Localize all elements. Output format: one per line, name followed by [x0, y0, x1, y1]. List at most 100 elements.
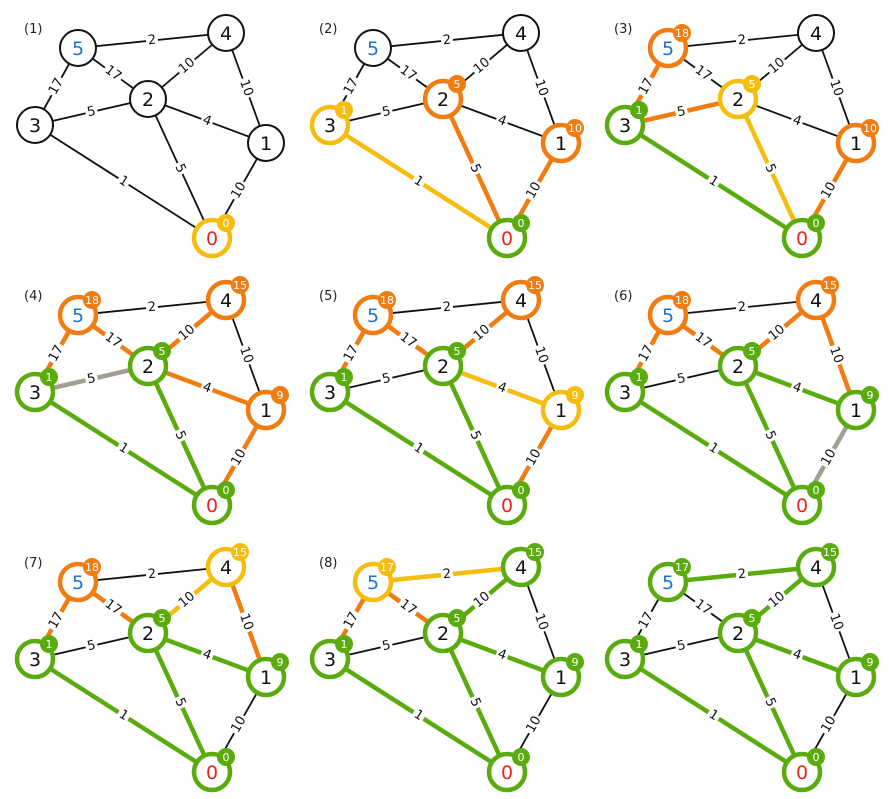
edge-weight-bg [634, 607, 659, 634]
edge-weight-4-1: 10 [531, 78, 551, 99]
node-4-label: 4 [810, 23, 822, 45]
edge-weight-bg [465, 159, 485, 178]
edge-weight-5-4: 2 [442, 300, 452, 316]
distance-badge-text-4: 15 [528, 279, 542, 292]
distance-badge-text-3: 1 [636, 638, 643, 651]
distance-badge-text-0: 0 [518, 484, 525, 497]
node-1-label: 1 [555, 400, 567, 422]
edge-weight-bg [44, 340, 69, 367]
distance-badge-0 [807, 481, 825, 499]
node-2-label: 2 [142, 356, 154, 378]
distance-badge-text-5: 17 [380, 561, 394, 574]
node-2-label: 2 [732, 356, 744, 378]
edge-weight-4-1: 10 [236, 345, 256, 366]
edge-weight-bg [235, 609, 257, 635]
edge-weight-4-1: 10 [826, 78, 846, 99]
node-3-label: 3 [324, 382, 336, 404]
node-3-label: 3 [619, 382, 631, 404]
node-1-circle [247, 124, 285, 162]
edge-weight-bg [339, 340, 364, 367]
node-5-label: 5 [367, 305, 379, 327]
edge-weight-5-3: 17 [636, 343, 657, 365]
node-2-label: 2 [142, 89, 154, 111]
distance-badge-4 [231, 276, 249, 294]
edge-weight-2-3: 5 [86, 371, 97, 387]
node-3-label: 3 [29, 382, 41, 404]
edge-weight-bg [704, 171, 723, 192]
edge-weight-bg [83, 636, 100, 656]
distance-badge-text-3: 1 [341, 104, 348, 117]
distance-badge-text-2: 5 [454, 345, 461, 358]
distance-badge-5 [673, 558, 691, 576]
panel-label: (4) [24, 289, 42, 304]
node-5-circle [59, 29, 97, 67]
distance-badge-0 [217, 481, 235, 499]
distance-badge-1 [861, 119, 879, 137]
distance-badge-text-0: 0 [223, 217, 230, 230]
distance-badge-1 [566, 653, 584, 671]
distance-badge-4 [821, 543, 839, 561]
edge-weight-bg [634, 340, 659, 367]
edge-weight-bg [788, 645, 806, 665]
edge-weight-bg [145, 31, 159, 50]
node-3-label: 3 [29, 115, 41, 137]
edge-weight-5-4: 2 [147, 33, 157, 49]
node-5-label: 5 [367, 38, 379, 60]
node-0-label: 0 [206, 762, 218, 784]
edge-weight-bg [174, 587, 200, 613]
edge-weight-2-3: 5 [676, 371, 687, 387]
node-4-circle [797, 14, 835, 52]
distance-badge-text-3: 1 [46, 638, 53, 651]
distance-badge-text-2: 5 [749, 345, 756, 358]
distance-badge-2 [743, 609, 761, 627]
edge-weight-5-4: 2 [737, 567, 747, 583]
edge-weight-bg [493, 378, 511, 398]
node-4-label: 4 [220, 23, 232, 45]
node-3-label: 3 [619, 115, 631, 137]
node-2-label: 2 [437, 356, 449, 378]
distance-badge-0 [217, 748, 235, 766]
edge-weight-1-0: 10 [523, 180, 544, 202]
distance-badge-text-5: 18 [675, 294, 689, 307]
edge-weight-5-2: 17 [692, 63, 714, 85]
edge-weight-1-0: 10 [228, 714, 249, 736]
edge-weight-5-4: 2 [737, 33, 747, 49]
distance-badge-text-3: 1 [341, 371, 348, 384]
edge-weight-1-0: 10 [818, 714, 839, 736]
node-4-label: 4 [515, 557, 527, 579]
node-0-label: 0 [501, 228, 513, 250]
distance-badge-text-2: 5 [749, 612, 756, 625]
distance-badge-5 [378, 291, 396, 309]
edge-weight-bg [469, 587, 495, 613]
distance-badge-0 [512, 481, 530, 499]
distance-badge-1 [566, 119, 584, 137]
edge-weight-bg [764, 53, 790, 79]
distance-badge-4 [526, 543, 544, 561]
panel-label: (8) [319, 556, 337, 571]
distance-badge-text-0: 0 [518, 217, 525, 230]
edge-weight-4-1: 10 [236, 78, 256, 99]
node-4-label: 4 [810, 290, 822, 312]
distance-badge-5 [673, 24, 691, 42]
edge-weight-bg [409, 171, 428, 192]
node-3-label: 3 [619, 649, 631, 671]
distance-badge-1 [861, 386, 879, 404]
distance-badge-3 [630, 635, 648, 653]
edge-weight-bg [760, 426, 780, 445]
edge-weight-bg [673, 369, 690, 389]
distance-badge-text-5: 17 [675, 561, 689, 574]
distance-badge-5 [673, 291, 691, 309]
distance-badge-2 [448, 342, 466, 360]
edge-weight-bg [735, 298, 749, 317]
edge-weight-bg [409, 705, 428, 726]
edge-weight-bg [440, 565, 454, 584]
edge-weight-bg [198, 111, 216, 131]
distance-badge-0 [807, 748, 825, 766]
edge-weight-5-3: 17 [341, 610, 362, 632]
edge-weight-bg [825, 75, 847, 101]
edge-weight-bg [673, 102, 690, 122]
